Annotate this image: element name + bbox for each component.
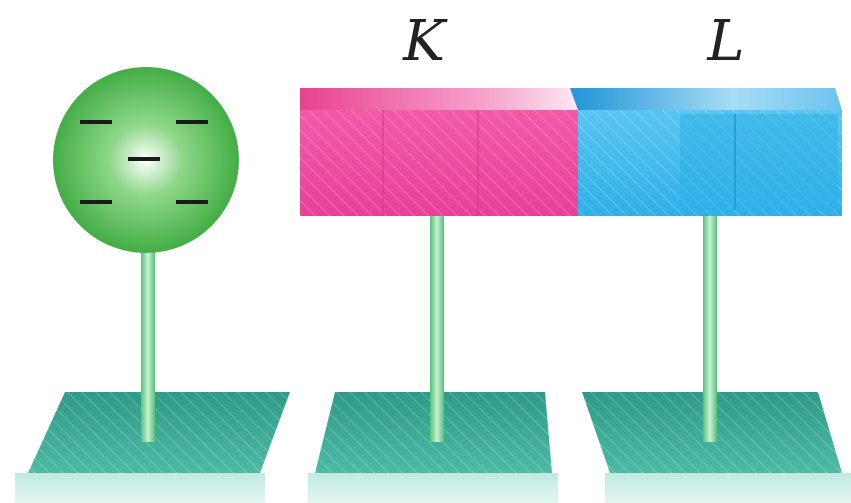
rod-left [141,245,155,442]
rod-right [703,214,717,442]
negative-charge-marks [80,120,208,204]
bar-k [300,88,578,216]
bar-l [570,88,842,216]
rod-middle [430,214,444,442]
label-k: K [402,9,448,74]
label-l: L [706,9,744,74]
base-left [15,392,290,503]
charged-sphere [53,67,239,253]
